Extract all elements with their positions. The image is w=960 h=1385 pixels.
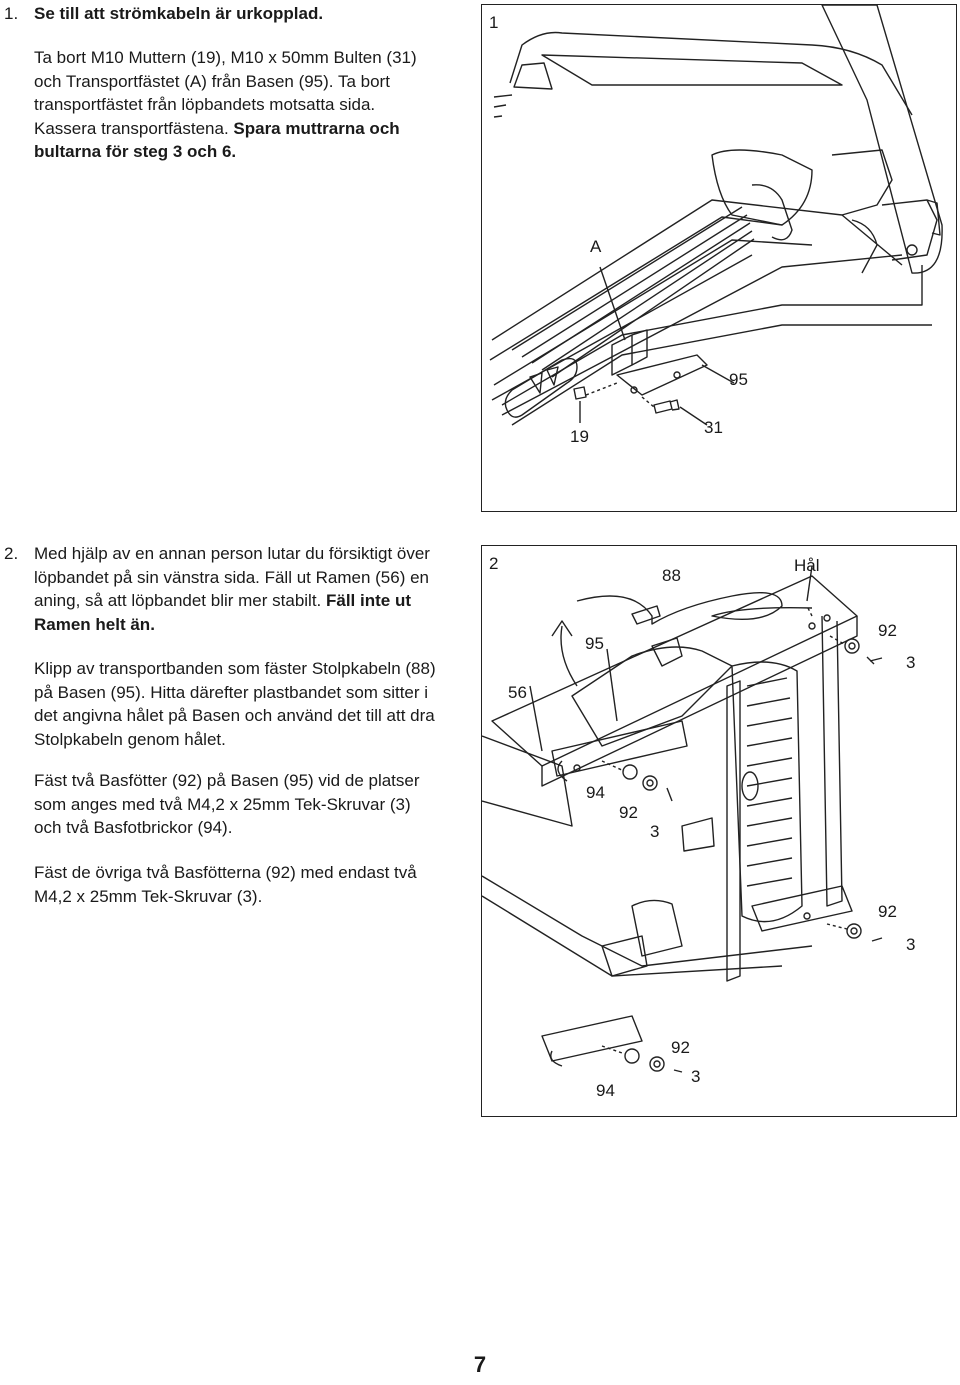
page-number: 7 — [473, 1352, 487, 1377]
figure-2-callout-3a: 3 — [906, 653, 915, 672]
step-2-paragraph-3: Fäst två Basfötter (92) på Basen (95) vi… — [34, 771, 420, 837]
step-2-number: 2. — [4, 544, 19, 563]
step-2-paragraph-1: Med hjälp av en annan person lutar du fö… — [34, 542, 434, 636]
figure-1-callout-31: 31 — [704, 418, 723, 437]
figure-2-callout-92a: 92 — [878, 621, 897, 640]
figure-2-callout-3c: 3 — [906, 935, 915, 954]
figure-2-callout-92c: 92 — [878, 902, 897, 921]
figure-2-callout-3d: 3 — [691, 1067, 700, 1086]
step-1-instructions: Ta bort M10 Muttern (19), M10 x 50mm Bul… — [34, 46, 434, 164]
step-1-bold-note: Spara muttrarna och bultarna för steg 3 … — [34, 118, 400, 162]
figure-1-number: 1 — [489, 13, 499, 32]
figure-1-illustration: A 95 19 31 — [489, 5, 943, 446]
figure-2-callout-88: 88 — [662, 566, 681, 585]
step-2-paragraph-4: Fäst de övriga två Basfötterna (92) med … — [34, 863, 417, 906]
step-1-text: Ta bort M10 Muttern (19), M10 x 50mm Bul… — [34, 48, 417, 138]
step-2-paragraph-2: Klipp av transportbanden som fäster Stol… — [34, 659, 436, 749]
figure-2-callout-92b: 92 — [619, 803, 638, 822]
figure-1-callout-A: A — [590, 237, 602, 256]
step-1-number: 1. — [4, 4, 19, 23]
figure-2-callout-56: 56 — [508, 683, 527, 702]
figure-1-callout-19: 19 — [570, 427, 589, 446]
figure-2-callout-95: 95 — [585, 634, 604, 653]
figure-2-callout-92d: 92 — [671, 1038, 690, 1057]
figure-2-illustration: 88 Hål 92 3 95 56 94 92 3 92 3 92 3 94 — [482, 556, 915, 1100]
figure-1: 1 — [481, 4, 957, 512]
step-2-p1-bold-note: Fäll inte ut Ramen helt än. — [34, 591, 411, 634]
figure-2: 2 — [481, 545, 957, 1117]
figure-2-callout-hal: Hål — [794, 556, 820, 575]
figure-1-callout-95: 95 — [729, 370, 748, 389]
figure-2-callout-94a: 94 — [586, 783, 605, 802]
step-1-heading: Se till att strömkabeln är urkopplad. — [34, 4, 324, 23]
step-2-p1-text: Med hjälp av en annan person lutar du fö… — [34, 544, 430, 610]
figure-2-callout-3b: 3 — [650, 822, 659, 841]
figure-2-number: 2 — [489, 554, 499, 573]
figure-2-callout-94b: 94 — [596, 1081, 615, 1100]
